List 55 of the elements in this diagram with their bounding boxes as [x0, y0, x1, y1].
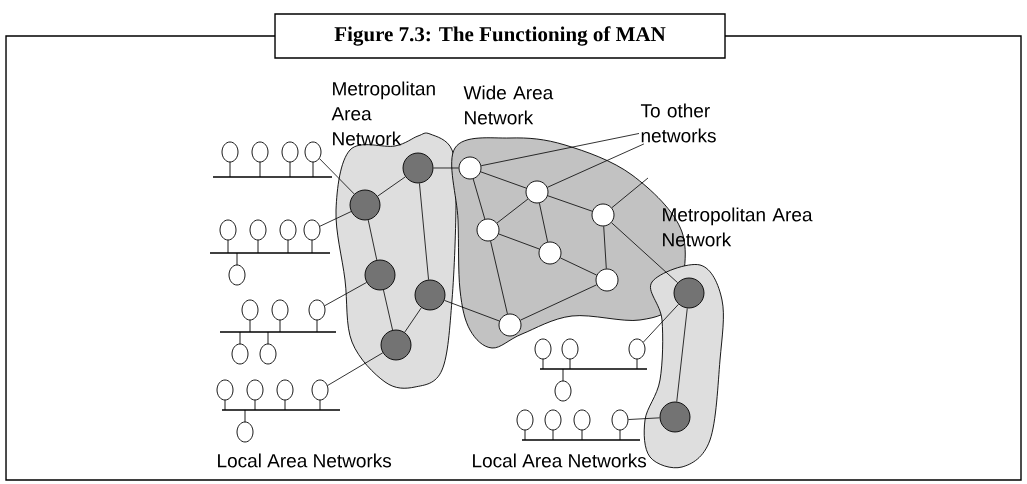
terminal-circle	[311, 379, 329, 401]
terminal-circle	[304, 141, 322, 163]
connection-line	[383, 289, 393, 331]
connection-line	[377, 176, 406, 197]
connection-line	[472, 178, 486, 220]
connection-line	[319, 158, 355, 195]
terminal-circle	[628, 338, 646, 360]
router-circle	[673, 277, 705, 309]
router-circle	[364, 259, 396, 291]
router-circle	[414, 279, 446, 311]
router-circle	[659, 401, 691, 433]
connection-line	[676, 307, 688, 403]
terminal-circle	[308, 299, 326, 321]
network-label: To other networks	[640, 103, 716, 143]
terminal-circle	[303, 219, 321, 241]
connection-line	[324, 282, 367, 307]
terminal-circle	[611, 409, 629, 431]
group-label: Local Area Networks	[473, 453, 647, 468]
switch-circle	[525, 180, 549, 204]
switch-circle	[538, 241, 562, 265]
connection-line	[603, 226, 607, 269]
connection-line	[480, 171, 527, 189]
connection-line	[319, 211, 352, 227]
connection-line	[419, 183, 429, 280]
title-box: Figure 7.3: The Functioning of MAN	[274, 13, 726, 59]
connection-line	[643, 303, 679, 343]
connection-line	[559, 257, 598, 276]
connection-line	[628, 417, 660, 420]
router-circle	[349, 189, 381, 221]
connection-line	[367, 219, 378, 261]
connection-line	[327, 352, 384, 386]
router-circle	[402, 152, 434, 184]
connection-line	[496, 198, 529, 224]
connection-line	[490, 240, 508, 315]
connection-line	[611, 222, 678, 283]
switch-circle	[458, 156, 482, 180]
router-circle	[380, 329, 412, 361]
connection-line	[520, 284, 597, 321]
network-label: Metropolitan Area Network	[331, 81, 435, 146]
group-label: Local Area Networks	[218, 453, 392, 468]
switch-circle	[476, 218, 500, 242]
network-label: Metropolitan Area Network	[663, 207, 813, 247]
connection-line	[444, 300, 500, 322]
connection-line	[404, 307, 422, 333]
connection-line	[539, 202, 548, 243]
switch-circle	[595, 268, 619, 292]
connection-line	[547, 195, 593, 212]
switch-circle	[498, 313, 522, 337]
switch-circle	[591, 203, 615, 227]
connection-line	[498, 233, 540, 250]
connection-line	[611, 177, 649, 209]
connection-line	[480, 133, 640, 167]
network-label: Wide Area Network	[463, 85, 554, 125]
connection-line	[547, 143, 645, 188]
connection-line	[433, 167, 459, 169]
